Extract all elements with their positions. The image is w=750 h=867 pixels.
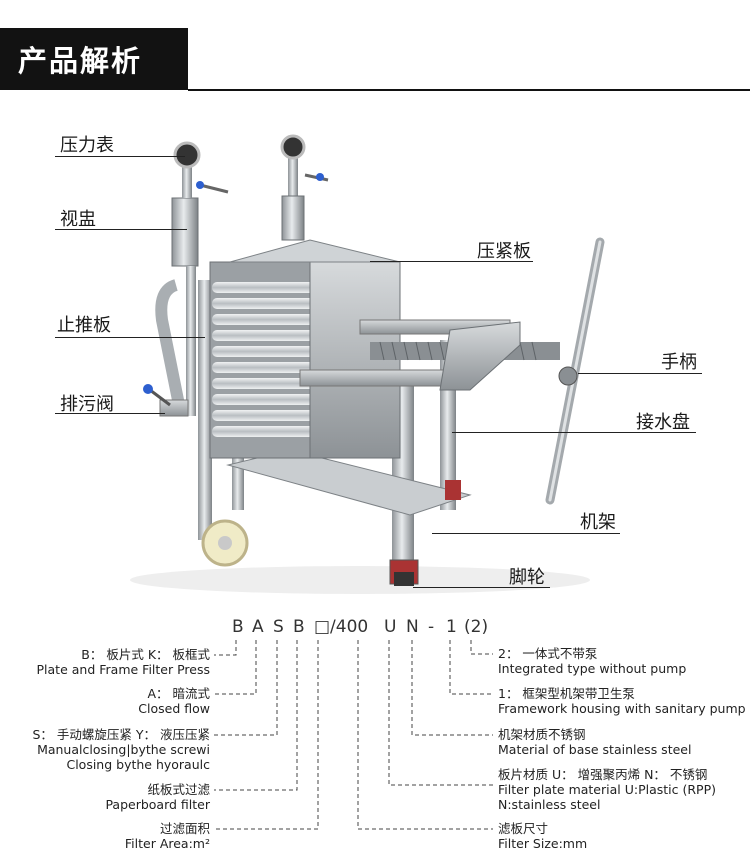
leader-handle — [578, 373, 702, 374]
annotation-plate-size-cn: 滤板尺寸 — [498, 821, 549, 836]
annotation-filter-medium-cn: 纸板式过滤 — [147, 782, 210, 797]
code-char-10: (2) — [464, 617, 489, 637]
code-char-1: B — [232, 617, 244, 637]
code-char-7: N — [406, 617, 419, 637]
filter-press-photo — [130, 134, 605, 594]
annotation-integrated-en: Integrated type without pump — [498, 661, 687, 676]
label-drip-tray: 接水盘 — [636, 412, 690, 433]
code-char-6: U — [384, 617, 397, 637]
annotation-plate-type-en: Plate and Frame Filter Press — [36, 662, 210, 677]
annotation-closing-type-en-2: Closing bythe hyoraulc — [66, 757, 210, 772]
leader-compression-plate — [370, 261, 533, 262]
annotation-plate-material-en-2: N:stainless steel — [498, 797, 601, 812]
label-pressure-gauge: 压力表 — [60, 135, 114, 156]
annotation-filter-medium: 纸板式过滤 Paperboard filter — [105, 782, 210, 812]
annotation-framework-en: Framework housing with sanitary pump — [498, 701, 746, 716]
leader-drain-valve — [55, 413, 165, 414]
annotation-flow-type: A： 暗流式 Closed flow — [138, 686, 210, 716]
annotation-integrated-cn: 2： 一体式不带泵 — [498, 646, 598, 661]
leader-pressure-gauge — [55, 156, 185, 157]
annotation-closing-type: S： 手动螺旋压紧 Y： 液压压紧 Manualclosing|bythe sc… — [33, 727, 211, 772]
annotation-base-material-en: Material of base stainless steel — [498, 742, 692, 757]
section-title: 产品解析 — [18, 44, 143, 78]
annotation-filter-area-en: Filter Area:m² — [124, 836, 210, 851]
header-rule — [188, 89, 750, 91]
label-handle: 手柄 — [661, 352, 697, 373]
code-char-3: S — [273, 617, 284, 637]
label-sight-glass: 视盅 — [60, 209, 96, 230]
label-frame: 机架 — [580, 512, 616, 533]
annotation-filter-area-cn: 过滤面积 — [159, 821, 210, 836]
code-char-2: A — [252, 617, 264, 637]
annotation-plate-type: B： 板片式 K： 板框式 Plate and Frame Filter Pre… — [37, 647, 210, 677]
leader-sight-glass — [55, 229, 187, 230]
annotation-framework-cn: 1： 框架型机架带卫生泵 — [498, 686, 635, 701]
annotation-plate-material-cn: 板片材质 U： 增强聚丙烯 N： 不锈钢 — [498, 767, 708, 782]
label-drain-valve: 排污阀 — [60, 394, 114, 415]
code-char-4: B — [293, 617, 305, 637]
annotation-plate-size-en: Filter Size:mm — [498, 836, 588, 851]
annotation-base-material: 机架材质不锈钢 Material of base stainless steel — [498, 727, 691, 757]
annotation-plate-size: 滤板尺寸 Filter Size:mm — [498, 821, 587, 851]
code-connector-lines — [214, 640, 493, 830]
annotation-base-material-cn: 机架材质不锈钢 — [498, 727, 586, 742]
section-header: 产品解析 — [0, 28, 188, 90]
label-stop-push-plate: 止推板 — [57, 315, 111, 336]
annotation-closing-type-en-1: Manualclosing|bythe screwi — [37, 742, 210, 757]
leader-caster — [413, 587, 550, 588]
annotation-integrated: 2： 一体式不带泵 Integrated type without pump — [498, 646, 686, 676]
annotation-flow-type-cn: A： 暗流式 — [147, 686, 210, 701]
code-char-8: - — [428, 617, 435, 637]
annotation-plate-material-en-1: Filter plate material U:Plastic (RPP) — [498, 782, 716, 797]
annotation-flow-type-en: Closed flow — [138, 701, 210, 716]
code-char-9: 1 — [446, 617, 457, 637]
leader-frame — [432, 533, 620, 534]
annotation-plate-material: 板片材质 U： 增强聚丙烯 N： 不锈钢 Filter plate materi… — [498, 767, 716, 812]
annotation-plate-type-cn: B： 板片式 K： 板框式 — [81, 647, 210, 662]
leader-drip-tray — [452, 432, 696, 433]
code-char-5: □/400 — [314, 617, 369, 637]
annotation-framework: 1： 框架型机架带卫生泵 Framework housing with sani… — [498, 686, 746, 716]
annotation-filter-medium-en: Paperboard filter — [105, 797, 210, 812]
annotation-filter-area: 过滤面积 Filter Area:m² — [125, 821, 210, 851]
leader-stop-push-plate — [55, 337, 205, 338]
label-compression-plate: 压紧板 — [477, 241, 531, 262]
label-caster: 脚轮 — [509, 567, 545, 588]
annotation-closing-type-cn: S： 手动螺旋压紧 Y： 液压压紧 — [32, 727, 211, 742]
